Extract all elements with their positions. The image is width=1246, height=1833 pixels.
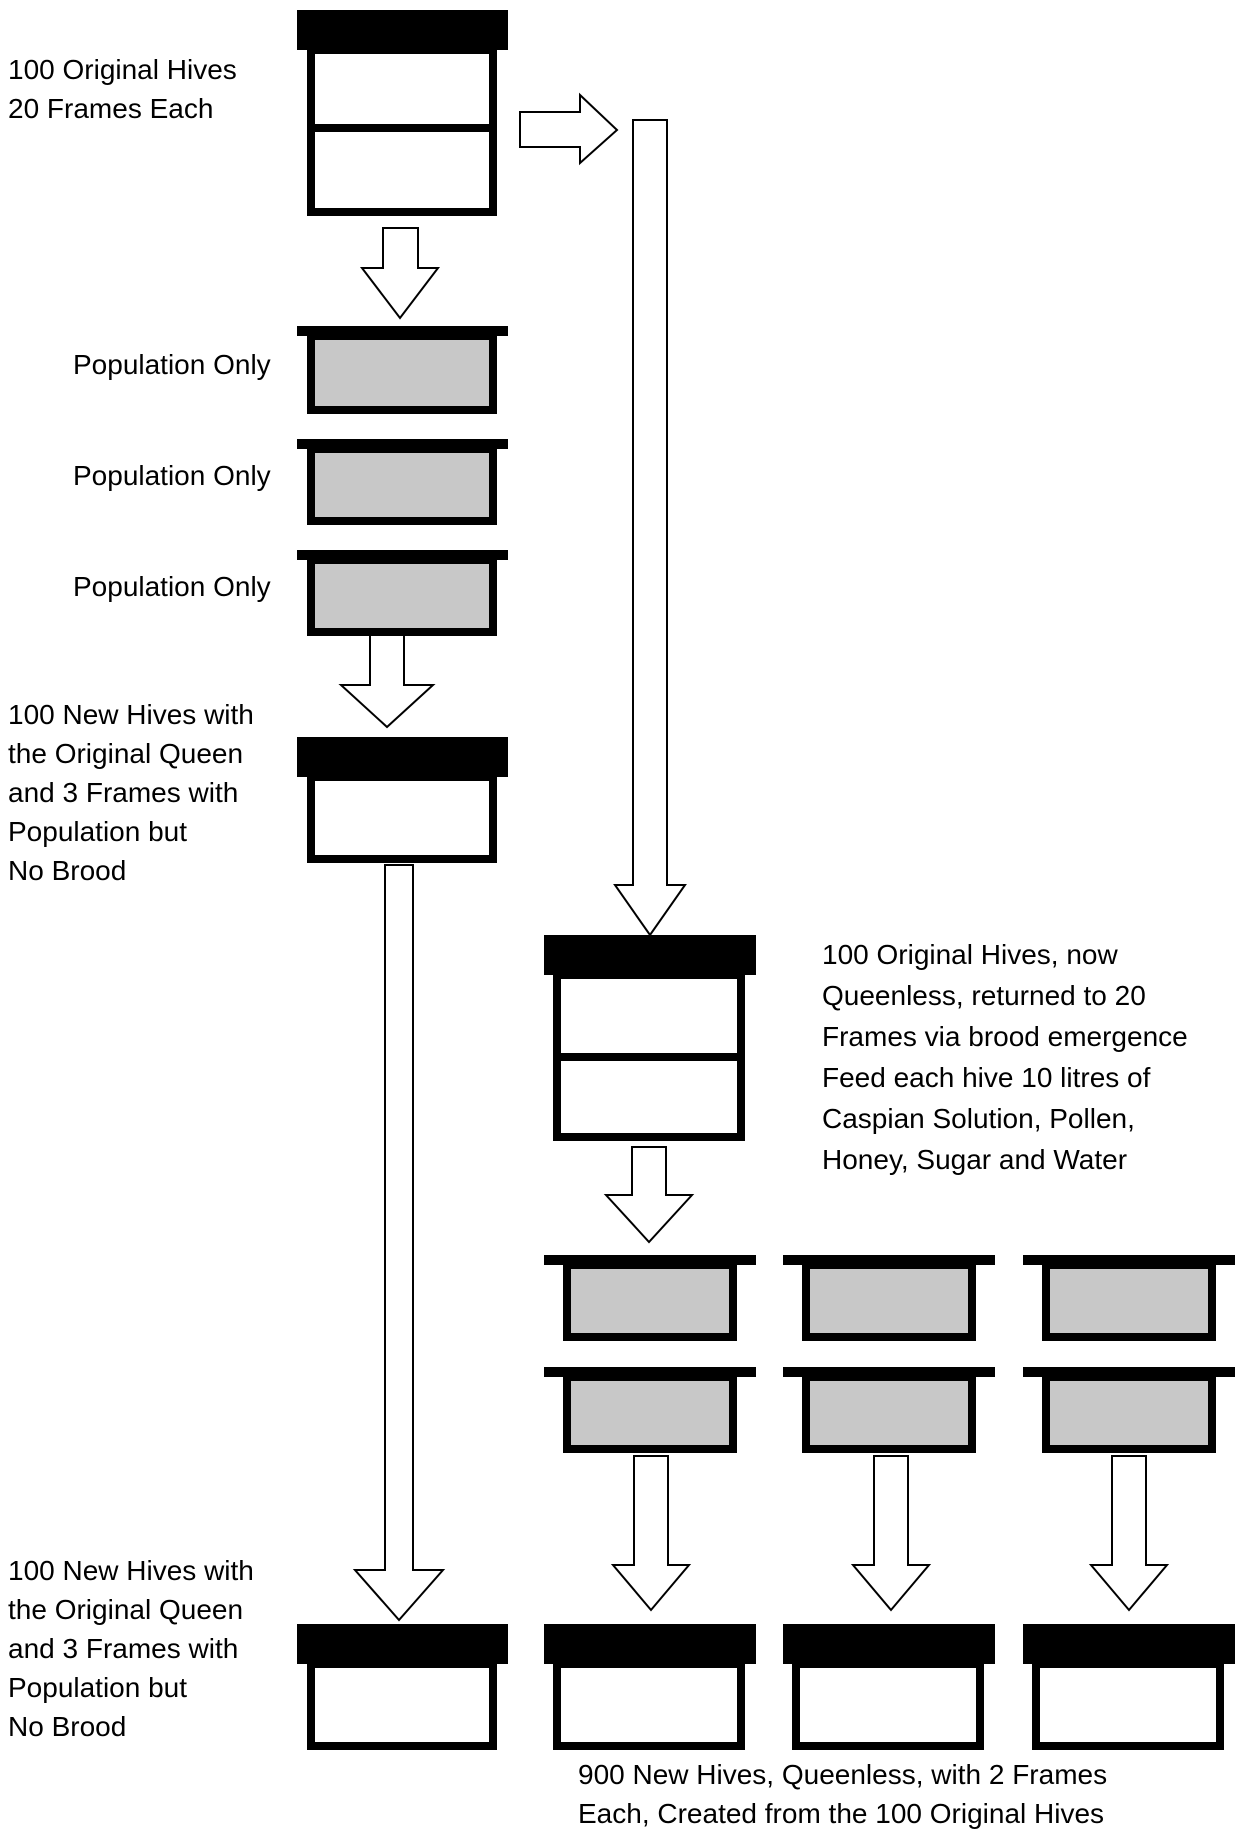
label-line: Population but	[8, 816, 188, 847]
label-line: Frames via brood emergence	[822, 1021, 1188, 1052]
label-line: Queenless, returned to 20	[822, 980, 1146, 1011]
population-super-1	[297, 326, 508, 414]
label-line: Honey, Sugar and Water	[822, 1144, 1128, 1175]
label-result: 900 New Hives, Queenless, with 2 Frames …	[578, 1755, 1107, 1833]
label-population-only-1: Population Only	[73, 349, 271, 380]
population-super-3	[297, 550, 508, 636]
label-new-hives-bottom: 100 New Hives with the Original Queen an…	[8, 1551, 254, 1746]
queenless-hive	[544, 935, 756, 1141]
label-population-only-2: Population Only	[73, 460, 271, 491]
label-line: 20 Frames Each	[8, 93, 214, 124]
arrow-down-long-right	[613, 119, 687, 937]
label-line: 100 New Hives with	[8, 1555, 254, 1586]
split-super-r1-c1	[544, 1255, 756, 1341]
split-super-r1-c3	[1023, 1255, 1235, 1341]
arrow-down-col1	[610, 1455, 692, 1612]
arrow-down-3	[603, 1146, 695, 1244]
new-hive-bottom-left	[297, 1624, 508, 1750]
label-line: No Brood	[8, 1711, 127, 1742]
split-super-r2-c1	[544, 1367, 756, 1453]
arrow-down-long-left	[352, 864, 446, 1622]
arrow-down-1	[359, 227, 441, 320]
split-super-r1-c2	[783, 1255, 995, 1341]
label-line: 900 New Hives, Queenless, with 2 Frames	[578, 1759, 1108, 1790]
queenless-new-hive-3	[1023, 1624, 1235, 1750]
arrow-down-col2	[850, 1455, 932, 1612]
label-line: 100 New Hives with	[8, 699, 254, 730]
population-super-2	[297, 439, 508, 525]
label-line: and 3 Frames with	[8, 1633, 239, 1664]
new-hive-mid	[297, 737, 508, 863]
arrow-down-2	[338, 634, 436, 729]
arrow-right	[519, 92, 619, 166]
label-new-hives-mid: 100 New Hives with the Original Queen an…	[8, 695, 254, 890]
label-line: and 3 Frames with	[8, 777, 239, 808]
original-hive	[297, 10, 508, 216]
label-line: 100 Original Hives	[8, 54, 237, 85]
queenless-new-hive-1	[544, 1624, 756, 1750]
label-original-hives: 100 Original Hives 20 Frames Each	[8, 50, 237, 128]
label-line: Feed each hive 10 litres of	[822, 1062, 1151, 1093]
arrow-down-col3	[1088, 1455, 1170, 1612]
queenless-new-hive-2	[783, 1624, 995, 1750]
label-queenless-hives: 100 Original Hives, now Queenless, retur…	[822, 934, 1188, 1180]
label-line: Population but	[8, 1672, 188, 1703]
label-line: the Original Queen	[8, 1594, 244, 1625]
label-line: 100 Original Hives, now	[822, 939, 1118, 970]
split-super-r2-c3	[1023, 1367, 1235, 1453]
label-line: the Original Queen	[8, 738, 244, 769]
label-line: Caspian Solution, Pollen,	[822, 1103, 1135, 1134]
label-line: Each, Created from the 100 Original Hive…	[578, 1798, 1105, 1829]
label-population-only-3: Population Only	[73, 571, 271, 602]
label-line: No Brood	[8, 855, 127, 886]
split-super-r2-c2	[783, 1367, 995, 1453]
